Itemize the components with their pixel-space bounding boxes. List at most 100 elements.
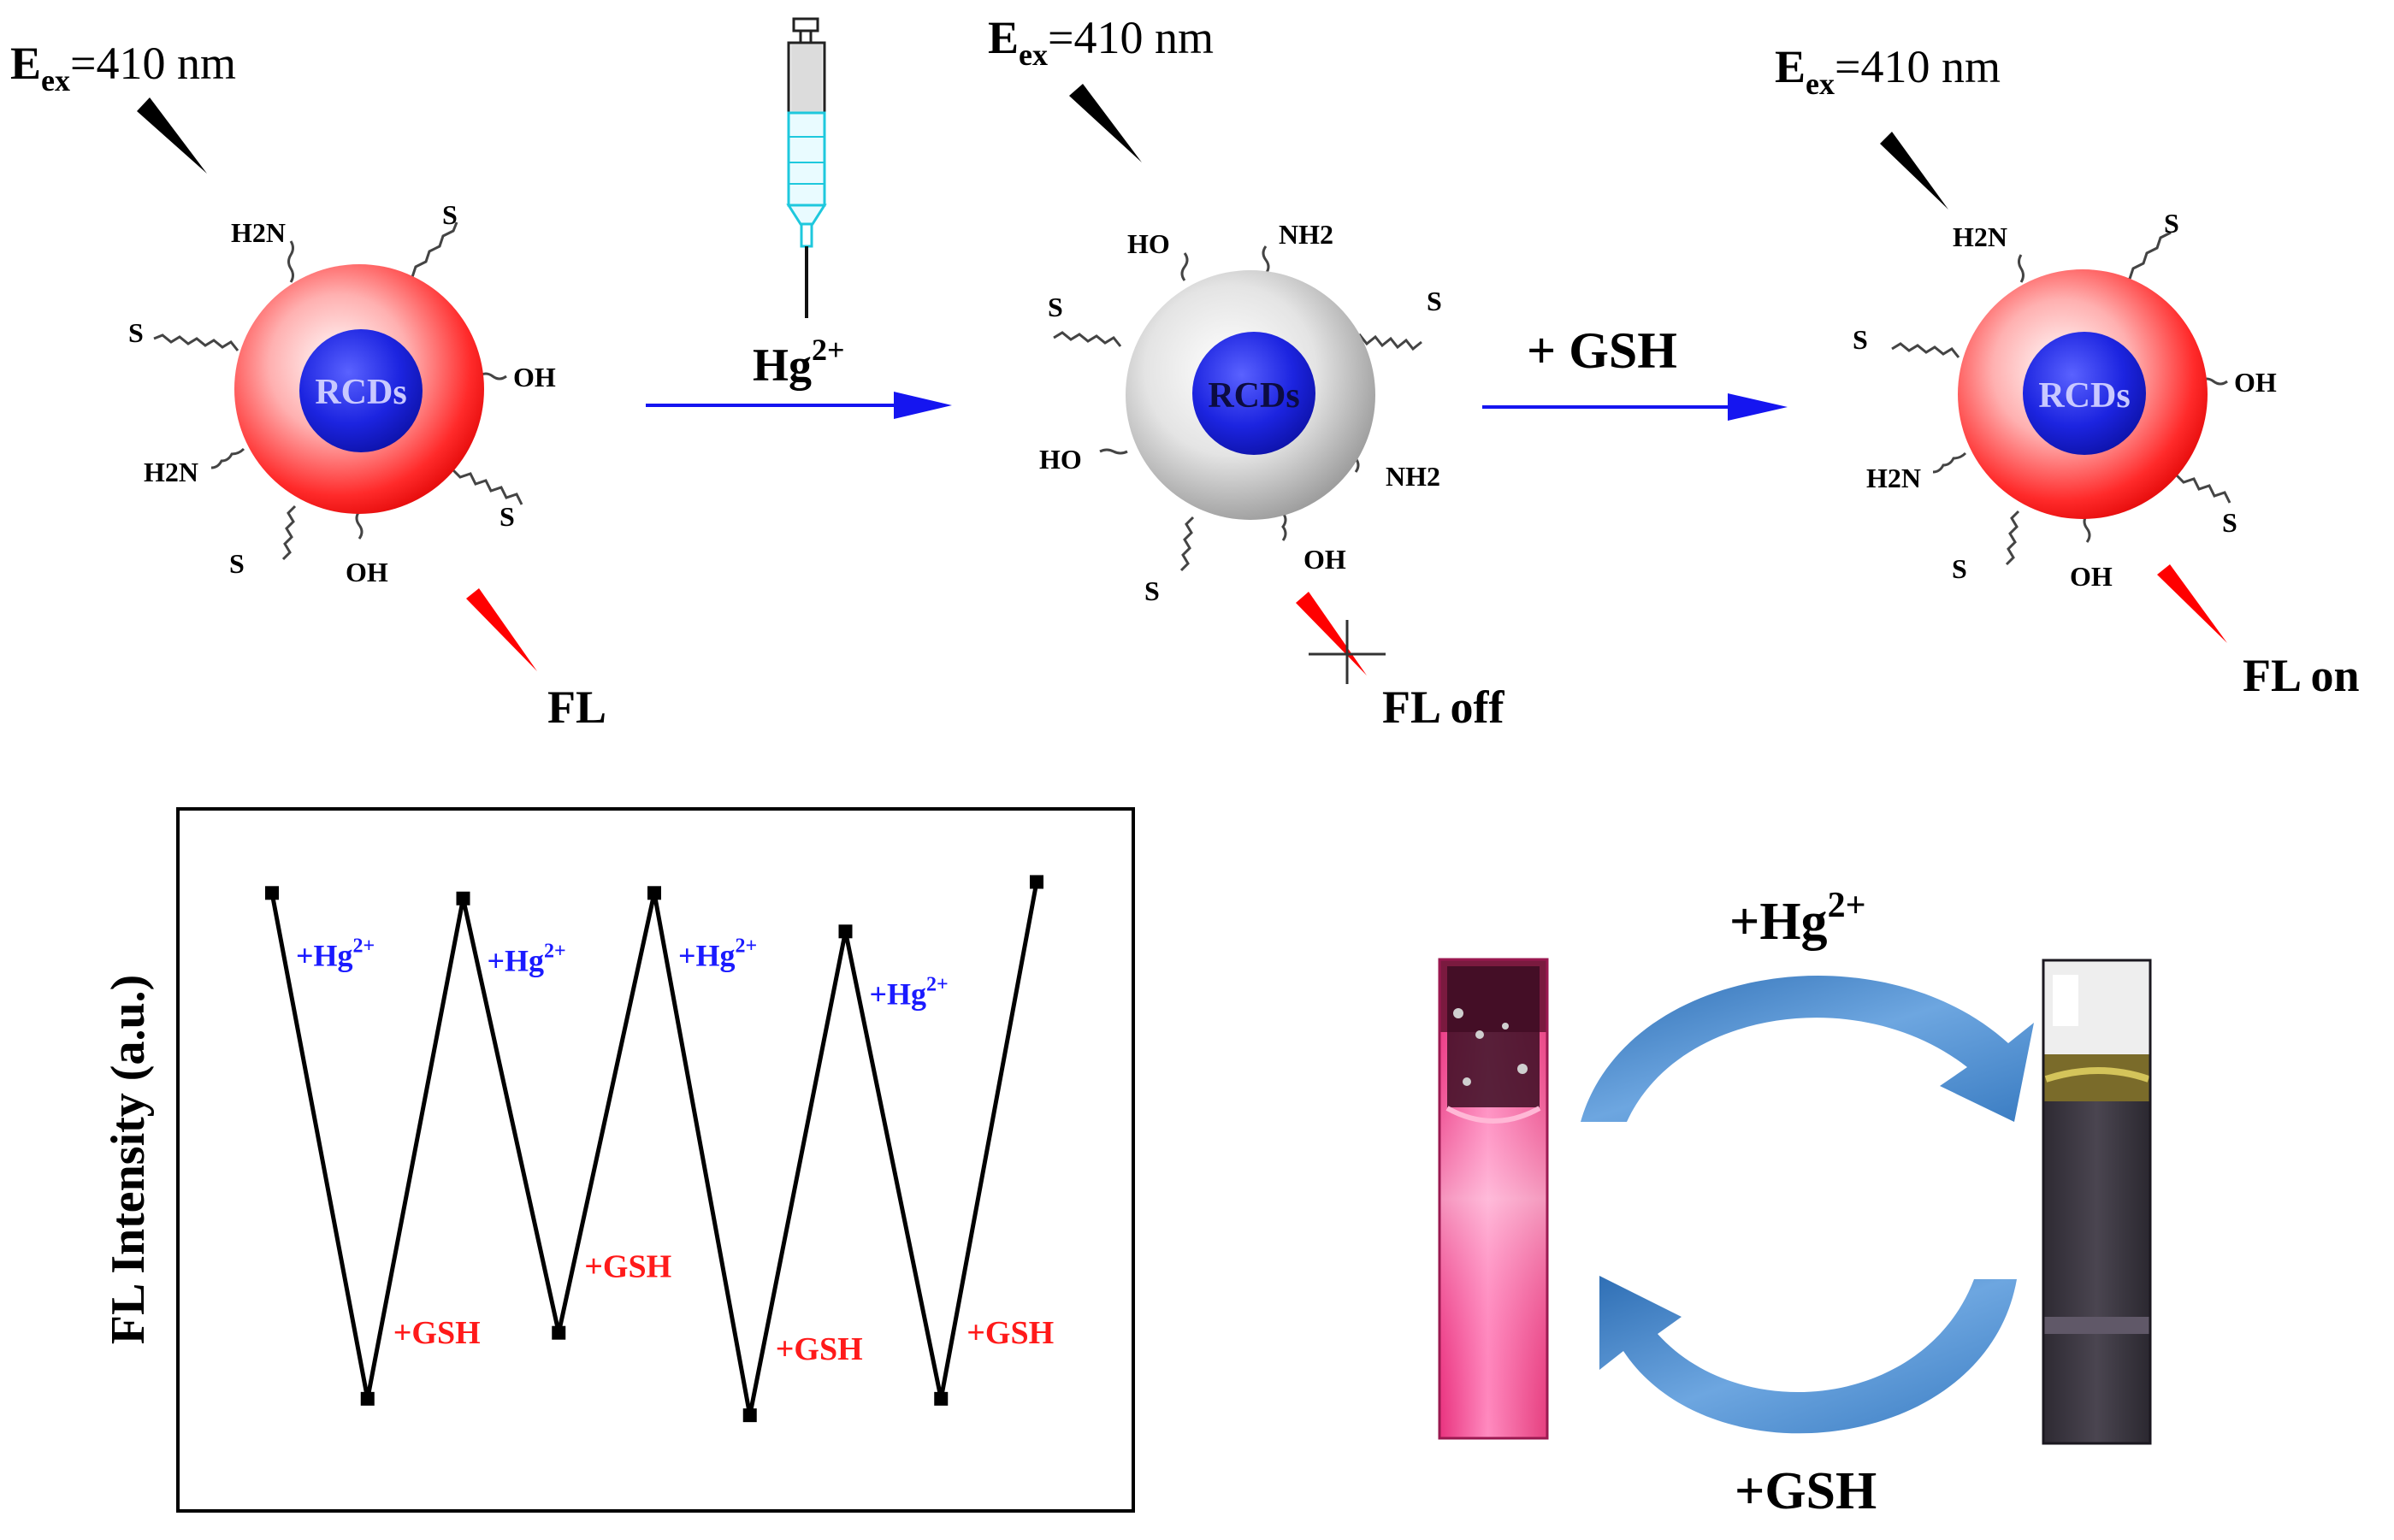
data-point [742, 1408, 757, 1423]
emission-wedge [2157, 564, 2227, 643]
scheme-state-1: Eex=410 nm RCDs H2N S S OH H2N S S OH FL [10, 38, 606, 733]
emission-label: FL on [2243, 650, 2360, 701]
ligand-chain [1099, 448, 1128, 455]
ligand-chain [355, 510, 364, 540]
label-hg-addition: +Hg2+ [488, 941, 566, 978]
functional-group: H2N [144, 457, 198, 487]
data-point [360, 1391, 375, 1406]
functional-group: S [1144, 575, 1160, 606]
ligand-chain [1179, 516, 1195, 572]
data-point [265, 886, 279, 900]
data-point [1030, 875, 1043, 889]
data-point [838, 924, 853, 939]
label-gsh-addition: +GSH [776, 1331, 863, 1367]
syringe-icon [786, 17, 827, 318]
functional-group: S [2222, 507, 2237, 538]
ligand-chain [2175, 474, 2231, 504]
functional-group: NH2 [1279, 219, 1333, 250]
arrowhead [1728, 393, 1788, 421]
cycle-arrow-top [1581, 976, 2034, 1122]
emission-wedge [466, 588, 537, 671]
label-hg-addition: +Hg2+ [678, 935, 757, 972]
label-gsh-addition: +GSH [966, 1315, 1054, 1351]
ligand-chain [2005, 510, 2020, 566]
data-point [934, 1391, 949, 1406]
arrowhead [894, 392, 952, 419]
ligand-chain [287, 240, 294, 283]
functional-group: S [1853, 324, 1868, 355]
functional-group: HO [1039, 444, 1082, 475]
functional-group: OH [2234, 367, 2277, 398]
functional-group: S [2164, 208, 2179, 239]
data-point [647, 886, 661, 900]
cuvette-fluorescent-photo [1438, 958, 1549, 1440]
emission-wedge [1296, 592, 1367, 676]
functional-group: S [1427, 286, 1442, 316]
label-gsh-addition: +GSH [584, 1249, 671, 1285]
excitation-label: Eex=410 nm [1775, 41, 2001, 101]
chart-frame [176, 807, 1135, 1513]
ligand-chain [1351, 333, 1422, 351]
excitation-label: Eex=410 nm [10, 38, 236, 97]
cycle-label-top: +Hg2+ [1729, 886, 1866, 951]
data-point [552, 1325, 566, 1340]
fl-cycle-chart: FL Intensity (a.u.) +Hg2++GSH+Hg2++GSH+H… [102, 807, 1135, 1513]
reaction-step-gsh: + GSH [1482, 322, 1788, 421]
data-point [456, 891, 470, 906]
ligand-chain [1262, 245, 1270, 274]
cycle-label-bottom: +GSH [1735, 1462, 1877, 1520]
functional-group: S [1048, 292, 1063, 322]
functional-group: S [442, 199, 458, 230]
functional-group: S [499, 501, 515, 532]
excitation-label: Eex=410 nm [988, 12, 1214, 72]
core-label: RCDs [2038, 376, 2130, 416]
y-axis-label: FL Intensity (a.u.) [102, 975, 155, 1345]
cuvette-quenched-photo [2042, 959, 2152, 1445]
core-label: RCDs [315, 373, 406, 412]
scheme-state-2: Eex=410 nm RCDs HO NH2 S S HO NH2 S OH F… [988, 12, 1505, 733]
excitation-wedge [1069, 84, 1142, 162]
ligand-chain [1891, 342, 1960, 358]
ligand-chain [2119, 231, 2172, 286]
functional-group: H2N [231, 217, 286, 248]
core-label: RCDs [1208, 376, 1299, 416]
label-hg-addition: +Hg2+ [870, 973, 949, 1011]
ligand-chain [401, 221, 458, 284]
label-hg-addition: +Hg2+ [296, 935, 375, 972]
functional-group: S [229, 548, 245, 579]
excitation-wedge [137, 97, 207, 174]
emission-label: FL [547, 681, 606, 733]
ligand-chain [2018, 254, 2025, 283]
functional-group: S [1952, 553, 1967, 584]
functional-group: OH [2070, 561, 2113, 592]
reaction-step-hg: Hg2+ [646, 333, 952, 419]
reagent-label: + GSH [1527, 322, 1677, 379]
chart-plot: +Hg2+ +GSH +Hg2+ +GSH +Hg2+ +GSH +Hg2+ +GSH [265, 875, 1054, 1423]
cycle-arrow-bottom [1599, 1276, 2017, 1434]
ligand-chain [210, 447, 245, 469]
functional-group: OH [513, 362, 556, 392]
ligand-chain [1053, 331, 1122, 347]
ligand-chain [452, 469, 523, 505]
scheme-state-3: Eex=410 nm RCDs H2N S S OH H2N S S OH FL… [1775, 41, 2360, 701]
functional-group: H2N [1953, 221, 2007, 252]
carbon-dot-core [2023, 332, 2146, 455]
excitation-wedge [1880, 132, 1948, 209]
functional-group: S [128, 317, 144, 348]
emission-label: FL off [1382, 681, 1505, 733]
functional-group: H2N [1866, 463, 1921, 493]
functional-group: OH [346, 557, 388, 587]
ligand-chain [281, 504, 297, 561]
ligand-chain [1281, 512, 1287, 541]
functional-group: OH [1303, 544, 1346, 575]
ligand-chain [1932, 451, 1967, 474]
functional-group: HO [1127, 228, 1170, 259]
carbon-dot-core [299, 329, 423, 452]
ligand-chain [1180, 252, 1189, 281]
label-gsh-addition: +GSH [393, 1315, 481, 1351]
reagent-label: Hg2+ [753, 333, 845, 391]
functional-group: NH2 [1386, 461, 1440, 492]
ligand-chain [153, 333, 239, 351]
carbon-dot-core [1192, 332, 1315, 455]
